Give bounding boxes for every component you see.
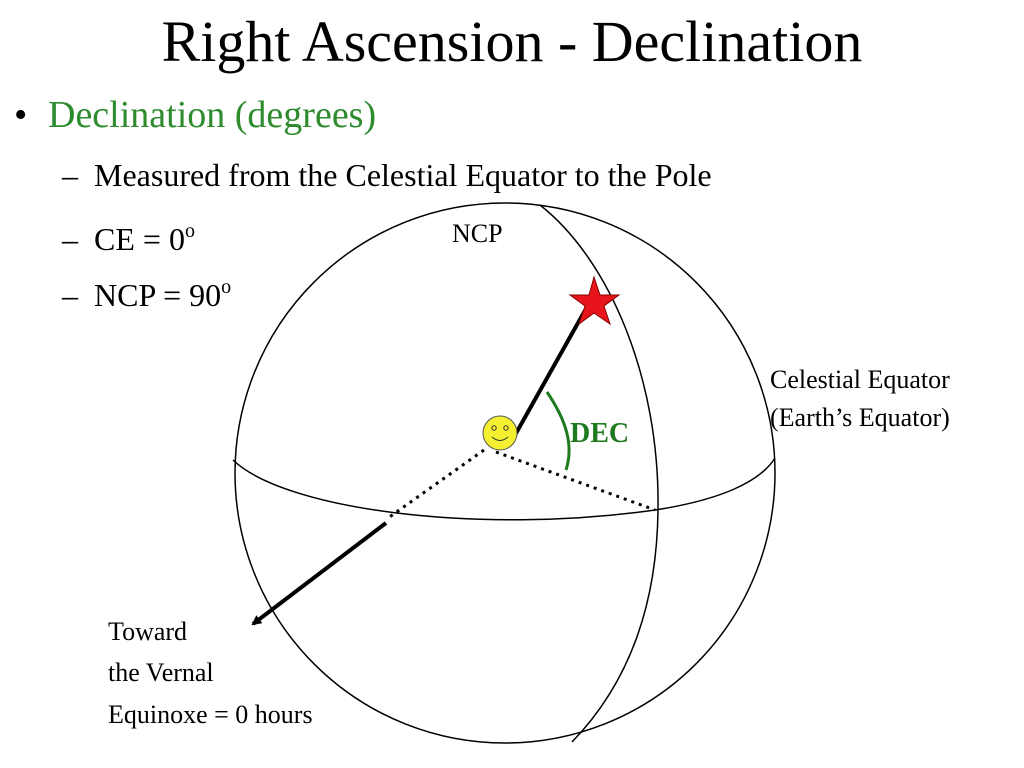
- meridian-arc: [539, 204, 659, 743]
- bullet-text: Declination (degrees): [48, 94, 377, 136]
- smiley-earth-icon: [482, 415, 518, 451]
- star-icon: [568, 275, 621, 326]
- star-line: [508, 297, 594, 445]
- equator-label-2: (Earth’s Equator): [770, 403, 950, 432]
- vernal-label-2: the Vernal: [108, 658, 214, 687]
- sub-item-measured: –Measured from the Celestial Equator to …: [62, 155, 712, 195]
- vernal-arrow: [251, 521, 388, 626]
- ncp-label: NCP: [452, 219, 503, 248]
- sub-dash: –: [62, 277, 78, 313]
- dotted-line-to-equator: [495, 450, 656, 512]
- sub-item-ce: –CE = 0o: [62, 211, 195, 259]
- degree-sup: o: [184, 220, 195, 242]
- vernal-label-3: Equinoxe = 0 hours: [108, 700, 313, 729]
- sub-text: CE = 0: [94, 221, 185, 257]
- sub-dash: –: [62, 157, 78, 193]
- bullet-dot: •: [14, 94, 28, 136]
- equator-label-1: Celestial Equator: [770, 365, 950, 394]
- sphere-outline: [234, 202, 776, 744]
- vernal-label-1: Toward: [108, 617, 187, 646]
- sub-text: Measured from the Celestial Equator to t…: [94, 157, 712, 193]
- dotted-line-to-vernal: [387, 448, 485, 520]
- sub-dash: –: [62, 221, 78, 257]
- bullet-declination: • Declination (degrees): [14, 92, 376, 138]
- sub-text: NCP = 90: [94, 277, 222, 313]
- degree-sup: o: [221, 276, 232, 298]
- sub-item-ncp: –NCP = 90o: [62, 267, 231, 315]
- dec-label: DEC: [570, 418, 629, 449]
- dec-bracket: [545, 391, 571, 471]
- equator-line: [232, 457, 776, 521]
- slide-title: Right Ascension - Declination: [161, 9, 863, 74]
